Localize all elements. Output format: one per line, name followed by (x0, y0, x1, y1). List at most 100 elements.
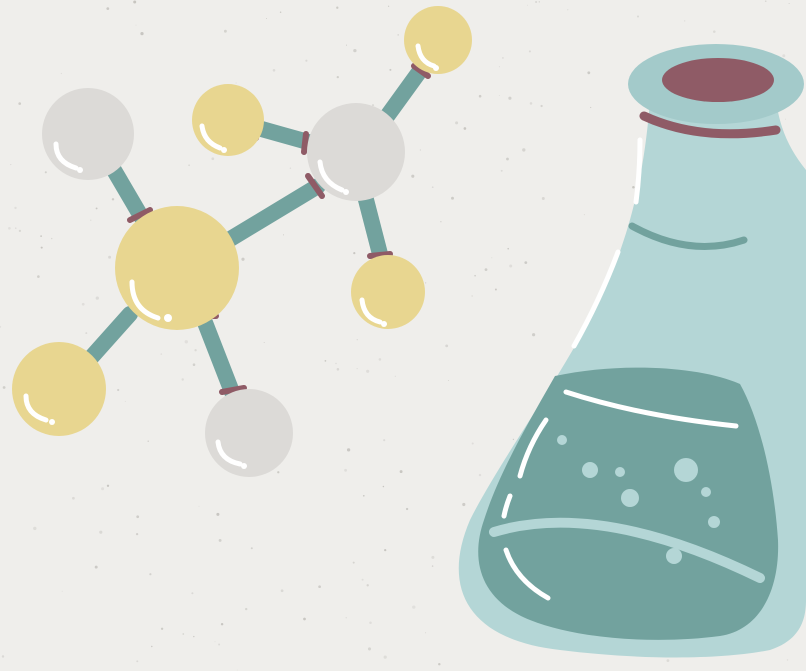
paper-speckle (474, 274, 476, 277)
paper-speckle (538, 1, 540, 3)
flask-side-highlight (571, 249, 621, 349)
paper-speckle (235, 82, 237, 84)
paper-speckle (60, 72, 63, 75)
paper-speckle (383, 439, 386, 442)
paper-speckle (508, 96, 512, 100)
paper-speckle (587, 71, 591, 75)
paper-speckle (384, 548, 387, 552)
paper-speckle (524, 261, 528, 264)
paper-speckle (345, 44, 348, 46)
paper-speckle (272, 69, 276, 72)
paper-speckle (108, 255, 112, 259)
flask-neck-band (639, 111, 781, 139)
paper-speckle (784, 118, 787, 120)
paper-speckle (245, 607, 248, 611)
paper-speckle (764, 0, 767, 3)
paper-speckle (445, 344, 449, 348)
paper-speckle (37, 275, 40, 278)
paper-speckle (528, 50, 531, 53)
paper-speckle (149, 573, 152, 576)
paper-speckle (405, 507, 409, 511)
paper-speckle (0, 325, 2, 328)
paper-speckle (51, 237, 53, 240)
paper-speckle (94, 565, 98, 569)
paper-speckle (431, 555, 435, 559)
paper-speckle (462, 502, 466, 507)
paper-speckle (369, 621, 372, 625)
paper-speckle (455, 121, 459, 125)
paper-speckle (18, 229, 22, 233)
paper-speckle (389, 68, 392, 71)
paper-speckle (440, 221, 442, 223)
paper-speckle (532, 333, 536, 337)
atom-upper-center (307, 103, 405, 201)
paper-speckle (81, 302, 85, 306)
paper-speckle (188, 164, 190, 167)
paper-speckle (184, 340, 188, 344)
paper-speckle (160, 627, 164, 630)
atom-bottom-left (12, 342, 106, 436)
paper-speckle (491, 257, 493, 259)
paper-speckle (279, 11, 282, 14)
paper-speckle (447, 379, 450, 382)
paper-speckle (283, 234, 284, 236)
atom-bottom-center (205, 389, 293, 477)
paper-speckle (411, 174, 415, 178)
paper-speckle (95, 296, 99, 300)
paper-speckle (211, 157, 215, 161)
paper-speckle (567, 9, 569, 11)
paper-speckle (106, 484, 110, 487)
paper-speckle (135, 24, 137, 26)
paper-speckle (318, 585, 321, 589)
paper-speckle (632, 185, 635, 189)
paper-speckle (8, 226, 11, 230)
paper-speckle (541, 197, 545, 200)
atom-top-right (404, 6, 472, 74)
paper-speckle (241, 257, 245, 261)
paper-speckle (397, 34, 399, 36)
paper-speckle (344, 468, 347, 472)
paper-speckle (263, 342, 265, 343)
atom-top-left (42, 88, 134, 180)
paper-speckle (540, 104, 543, 108)
paper-speckle (135, 532, 139, 536)
paper-speckle (277, 471, 280, 474)
paper-speckle (336, 368, 340, 371)
paper-speckle (371, 104, 375, 107)
paper-speckle (44, 171, 47, 174)
paper-speckle (451, 196, 454, 200)
paper-speckle (522, 148, 526, 152)
paper-speckle (117, 388, 120, 392)
paper-speckle (366, 369, 370, 373)
paper-speckle (478, 473, 482, 477)
paper-speckle (182, 633, 185, 635)
paper-speckle (387, 5, 390, 7)
paper-speckle (218, 538, 222, 542)
molecule-icon (12, 6, 472, 477)
paper-speckle (353, 48, 357, 53)
paper-speckle (133, 0, 137, 4)
paper-speckle (378, 358, 382, 361)
paper-speckle (484, 268, 488, 271)
paper-speckle (147, 440, 149, 442)
paper-speckle (14, 206, 17, 210)
atom-upper-small (192, 84, 264, 156)
flask-left-highlight-small (501, 493, 513, 519)
paper-speckle (280, 589, 284, 593)
flask-left-highlight (517, 417, 549, 479)
paper-speckle (335, 362, 337, 365)
paper-speckle (10, 164, 12, 166)
paper-speckle (463, 127, 467, 130)
paper-speckle (136, 660, 139, 663)
flask-mouth (662, 58, 774, 102)
paper-speckle (194, 349, 197, 352)
paper-speckle (72, 496, 75, 500)
paper-speckle (425, 282, 427, 284)
bubbles (557, 435, 720, 564)
paper-speckle (61, 590, 63, 592)
paper-speckle (15, 227, 17, 229)
paper-speckle (425, 632, 427, 634)
paper-speckle (2, 386, 6, 389)
